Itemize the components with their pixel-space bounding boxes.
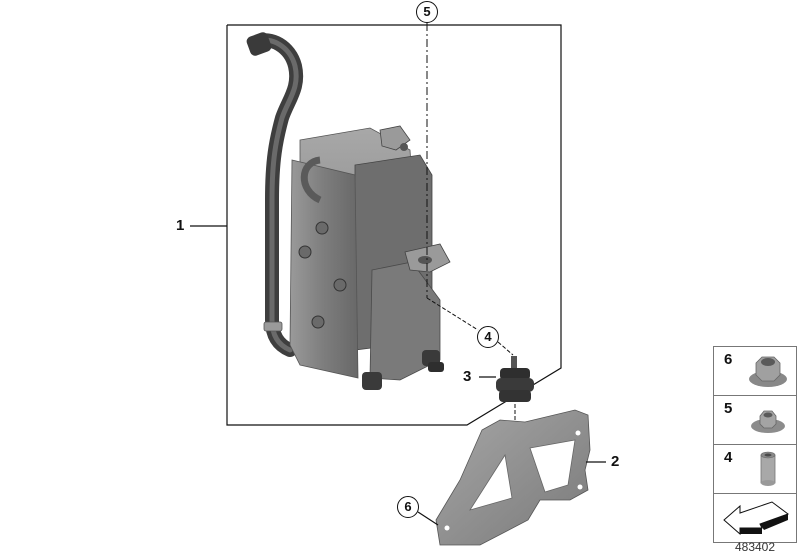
legend-item-arrow [713, 493, 797, 543]
callout-4: 4 [477, 326, 499, 348]
legend-item-4: 4 [713, 444, 797, 493]
legend-label: 4 [724, 449, 733, 466]
legend-item-5: 5 [713, 395, 797, 444]
heater-assembly [289, 125, 451, 390]
callout-5: 5 [416, 1, 438, 23]
hardware-legend: 6 5 4 [713, 346, 797, 543]
hex-flange-nut-large-icon [746, 351, 790, 396]
legend-label: 6 [724, 351, 733, 368]
legend-label: 5 [724, 400, 733, 417]
callout-1: 1 [176, 217, 185, 234]
rubber-mount [496, 356, 534, 402]
mounting-bracket [435, 409, 591, 546]
leader-line-4b [497, 341, 514, 356]
callout-6: 6 [397, 496, 419, 518]
callout-3: 3 [463, 368, 472, 385]
leader-line-6 [417, 511, 439, 526]
leader-line-4a [426, 297, 479, 331]
hex-flange-nut-small-icon [746, 400, 790, 445]
direction-arrow-icon [720, 498, 792, 543]
callout-2: 2 [611, 453, 620, 470]
legend-item-6: 6 [713, 346, 797, 395]
sleeve-icon [746, 449, 790, 494]
diagram-number: 483402 [734, 540, 776, 554]
coolant-hose [246, 32, 304, 357]
